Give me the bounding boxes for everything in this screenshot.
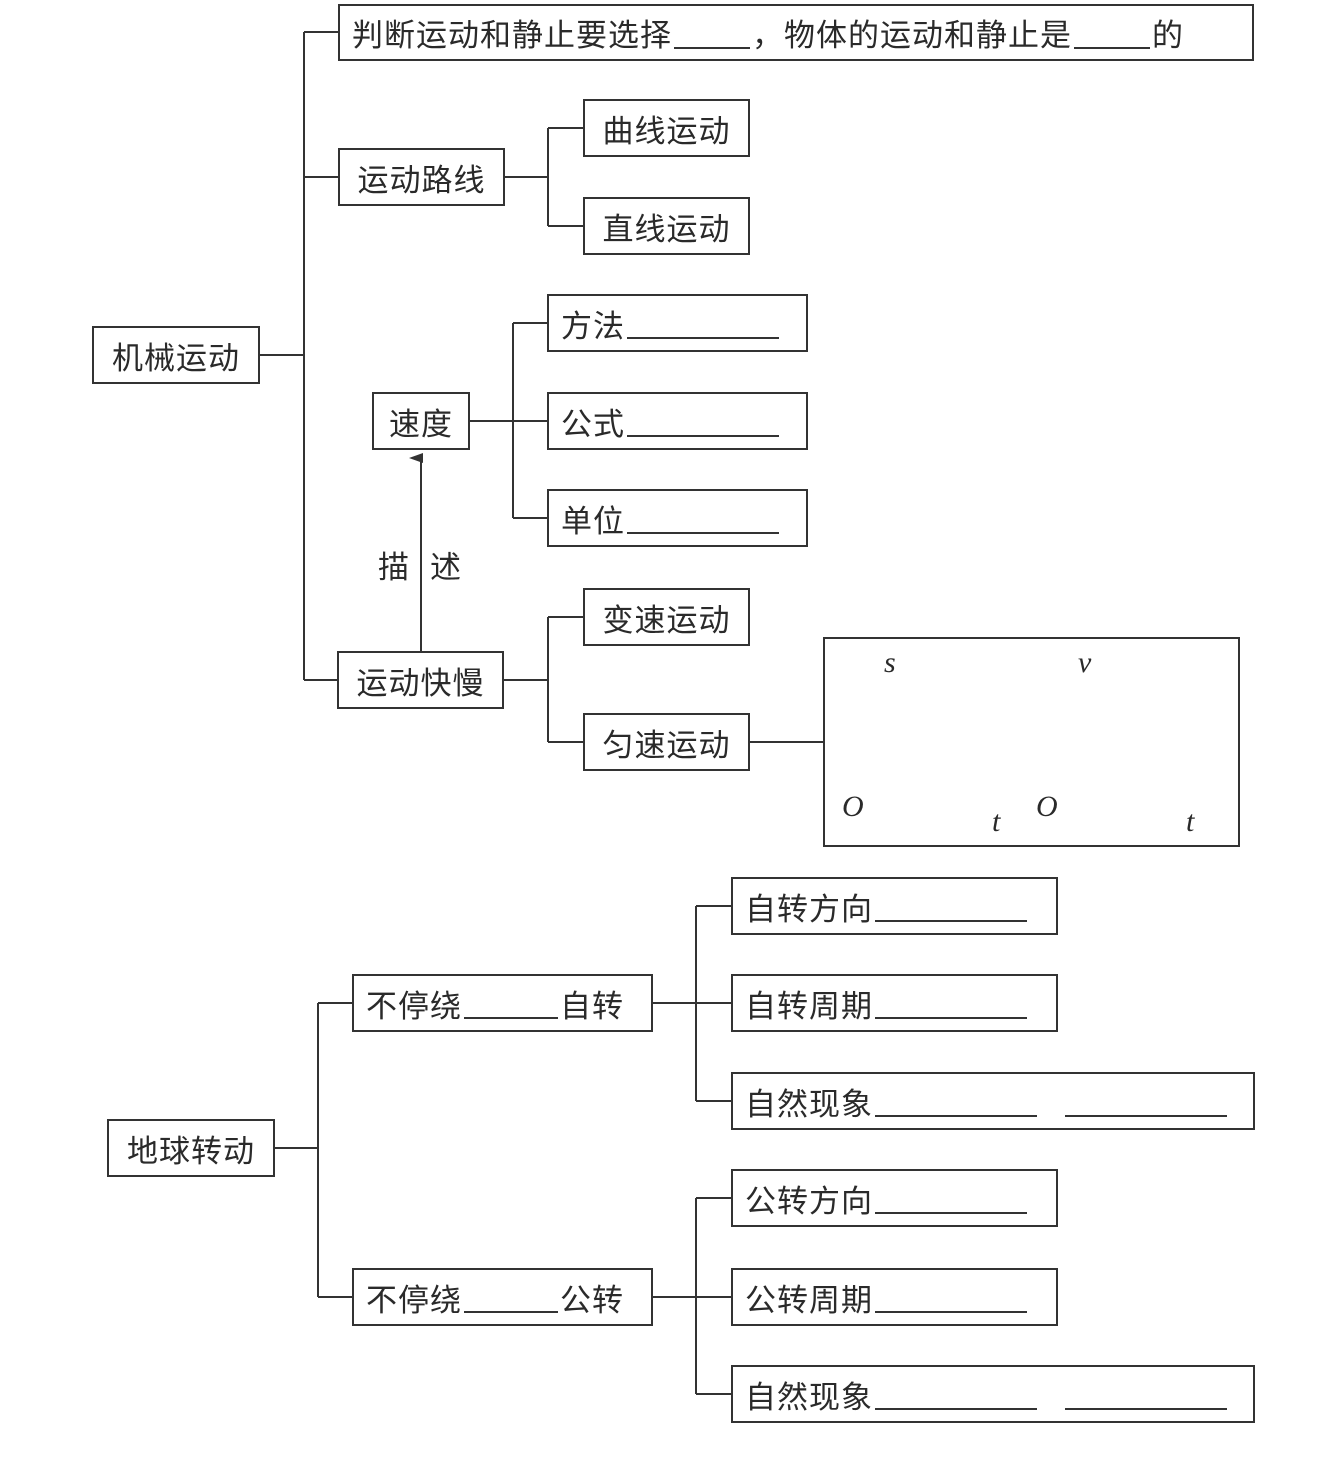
formula-label: 公式 [561, 406, 625, 443]
rotation-direction-box: 自转方向 [731, 877, 1058, 935]
revolution-direction-blank[interactable] [875, 1182, 1027, 1214]
rotation-phenomena-blank-1[interactable] [875, 1085, 1037, 1117]
root-earth-rotation: 地球转动 [107, 1119, 275, 1177]
revolution-blank[interactable] [464, 1281, 558, 1313]
rotation-phenomena-label: 自然现象 [745, 1086, 873, 1123]
rotation-direction-blank[interactable] [875, 890, 1027, 922]
graph1-origin: O [842, 790, 864, 823]
graph2-x-label: t [1186, 805, 1195, 838]
pace-label: 运动快慢 [356, 665, 485, 702]
revolution-period-box: 公转周期 [731, 1268, 1058, 1326]
unit-blank[interactable] [627, 502, 779, 534]
root2-label: 地球转动 [127, 1133, 255, 1170]
revolution-period-blank[interactable] [875, 1281, 1027, 1313]
graph2-y-label: v [1078, 646, 1092, 679]
rotation-suffix: 自转 [560, 988, 624, 1025]
graph1-y-label: s [884, 646, 896, 679]
reference-box: 判断运动和静止要选择 ，物体的运动和静止是 的 [338, 4, 1254, 61]
graph1-x-label: t [992, 805, 1001, 838]
graph-box[interactable] [823, 637, 1240, 847]
describe-label-1: 描 [378, 550, 409, 586]
reference-blank-1[interactable] [674, 17, 750, 49]
method-box: 方法 [547, 294, 808, 352]
curve-motion-box: 曲线运动 [583, 99, 750, 157]
uniform-motion-label: 匀速运动 [602, 727, 731, 764]
revolution-box: 不停绕 公转 [352, 1268, 653, 1326]
unit-box: 单位 [547, 489, 808, 547]
linear-motion-box: 直线运动 [583, 197, 750, 255]
path-label: 运动路线 [357, 162, 486, 199]
pace-box: 运动快慢 [337, 651, 504, 709]
revolution-prefix: 不停绕 [366, 1282, 462, 1319]
revolution-direction-label: 公转方向 [745, 1183, 873, 1220]
reference-blank-2[interactable] [1074, 17, 1150, 49]
reference-text-1: 判断运动和静止要选择 [352, 18, 672, 54]
path-box: 运动路线 [338, 148, 505, 206]
reference-text-2: ，物体的运动和静止是 [752, 18, 1072, 54]
revolution-suffix: 公转 [560, 1282, 624, 1319]
revolution-phenomena-label: 自然现象 [745, 1379, 873, 1416]
speed-label: 速度 [389, 406, 453, 443]
curve-motion-label: 曲线运动 [602, 113, 731, 150]
speed-box: 速度 [372, 392, 470, 450]
rotation-phenomena-blank-2[interactable] [1065, 1085, 1227, 1117]
revolution-phenomena-box: 自然现象 [731, 1365, 1255, 1423]
method-blank[interactable] [627, 307, 779, 339]
root-mechanical-motion: 机械运动 [92, 326, 260, 384]
rotation-period-blank[interactable] [875, 987, 1027, 1019]
formula-blank[interactable] [627, 405, 779, 437]
variable-motion-label: 变速运动 [602, 602, 731, 639]
rotation-period-box: 自转周期 [731, 974, 1058, 1032]
root-label: 机械运动 [112, 340, 240, 377]
reference-text-3: 的 [1152, 18, 1184, 54]
rotation-blank[interactable] [464, 987, 558, 1019]
variable-motion-box: 变速运动 [583, 588, 750, 646]
rotation-direction-label: 自转方向 [745, 891, 873, 928]
revolution-phenomena-blank-2[interactable] [1065, 1378, 1227, 1410]
unit-label: 单位 [561, 503, 625, 540]
formula-box: 公式 [547, 392, 808, 450]
rotation-box: 不停绕 自转 [352, 974, 653, 1032]
rotation-prefix: 不停绕 [366, 988, 462, 1025]
linear-motion-label: 直线运动 [602, 211, 731, 248]
rotation-period-label: 自转周期 [745, 988, 873, 1025]
graph2-origin: O [1036, 790, 1058, 823]
describe-label-2: 述 [430, 550, 461, 586]
revolution-direction-box: 公转方向 [731, 1169, 1058, 1227]
uniform-motion-box: 匀速运动 [583, 713, 750, 771]
rotation-phenomena-box: 自然现象 [731, 1072, 1255, 1130]
revolution-period-label: 公转周期 [745, 1282, 873, 1319]
revolution-phenomena-blank-1[interactable] [875, 1378, 1037, 1410]
method-label: 方法 [561, 308, 625, 345]
